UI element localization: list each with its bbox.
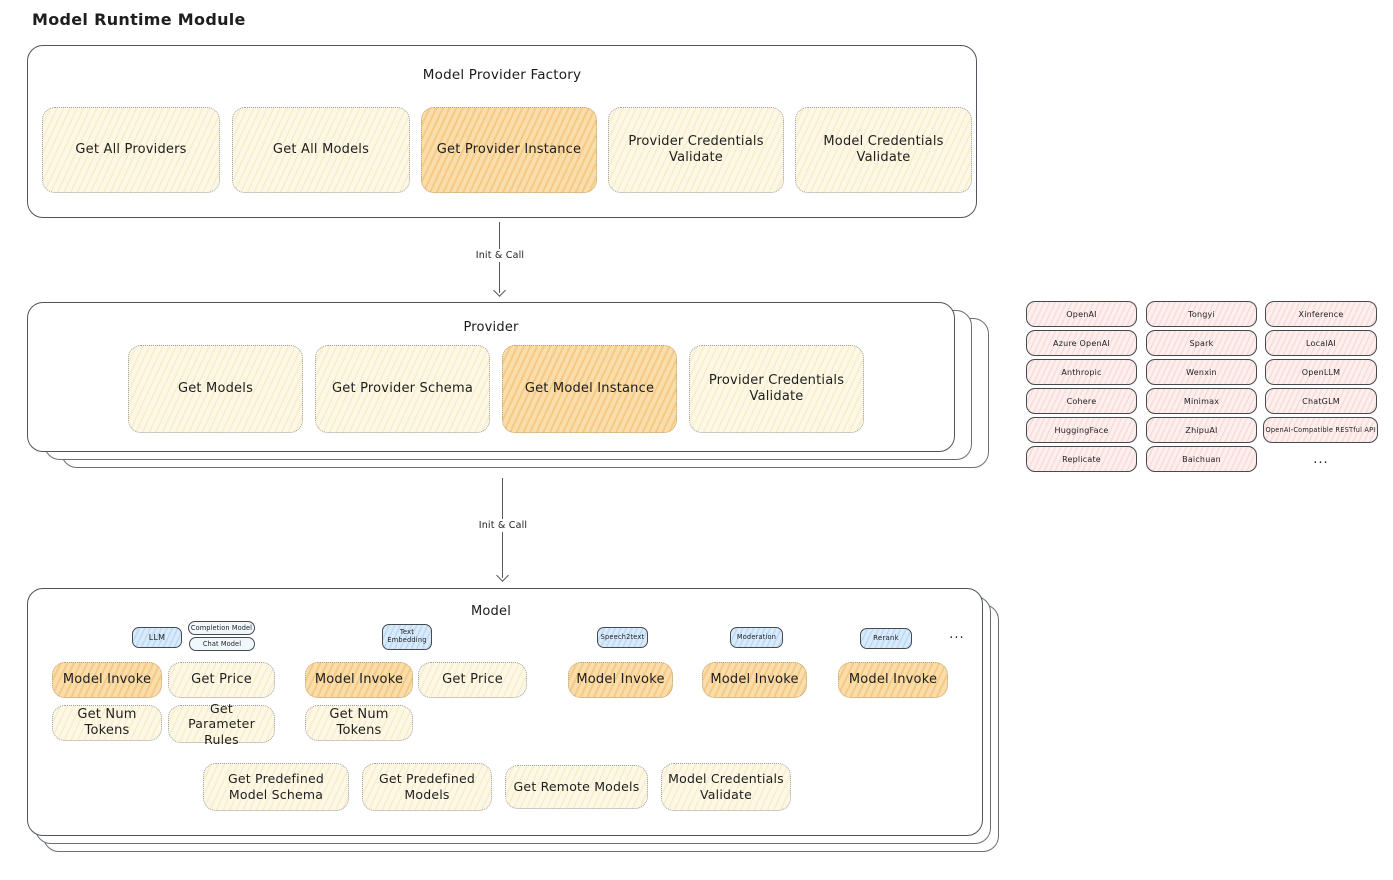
node-model-credentials-validate-2: Model Credentials Validate <box>661 763 791 811</box>
node-rerank-model-invoke: Model Invoke <box>838 662 948 698</box>
arrowhead-down-icon-2 <box>496 569 509 582</box>
provider-chip-openai: OpenAI <box>1026 301 1137 327</box>
provider-chip-xinference: Xinference <box>1265 301 1377 327</box>
tag-speech2text: Speech2text <box>597 627 648 648</box>
node-get-provider-schema: Get Provider Schema <box>315 345 490 433</box>
arrow-label-init-call-1: Init & Call <box>462 249 538 262</box>
node-get-model-instance: Get Model Instance <box>502 345 677 433</box>
tag-completion-model: Completion Model <box>188 621 255 635</box>
tag-llm: LLM <box>132 627 182 648</box>
model-types-ellipsis: ... <box>949 626 965 642</box>
provider-chip-tongyi: Tongyi <box>1146 301 1257 327</box>
provider-chip-azure-openai: Azure OpenAI <box>1026 330 1137 356</box>
node-speech2text-model-invoke: Model Invoke <box>568 662 673 698</box>
model-title: Model <box>470 603 512 619</box>
provider-chip-openai-compatible: OpenAI-Compatible RESTful API <box>1263 417 1378 443</box>
node-provider-credentials-validate: Provider Credentials Validate <box>608 107 784 193</box>
provider-chip-cohere: Cohere <box>1026 388 1137 414</box>
provider-chip-wenxin: Wenxin <box>1146 359 1257 385</box>
node-get-predefined-model-schema: Get Predefined Model Schema <box>203 763 349 811</box>
provider-chip-zhipuai: ZhipuAI <box>1146 417 1257 443</box>
provider-chip-chatglm: ChatGLM <box>1265 388 1377 414</box>
node-llm-get-parameter-rules: Get Parameter Rules <box>168 701 275 747</box>
factory-title: Model Provider Factory <box>422 67 582 83</box>
provider-chip-replicate: Replicate <box>1026 446 1137 472</box>
node-embedding-get-num-tokens: Get Num Tokens <box>305 705 413 741</box>
arrow-label-init-call-2: Init & Call <box>465 519 541 532</box>
provider-chip-baichuan: Baichuan <box>1146 446 1257 472</box>
provider-chip-minimax: Minimax <box>1146 388 1257 414</box>
node-moderation-model-invoke: Model Invoke <box>702 662 807 698</box>
node-llm-get-num-tokens: Get Num Tokens <box>52 705 162 741</box>
provider-chip-huggingface: HuggingFace <box>1026 417 1137 443</box>
provider-chip-openllm: OpenLLM <box>1265 359 1377 385</box>
provider-chip-anthropic: Anthropic <box>1026 359 1137 385</box>
tag-moderation: Moderation <box>730 627 783 648</box>
node-llm-get-price: Get Price <box>168 662 275 698</box>
node-get-predefined-models: Get Predefined Models <box>362 763 492 811</box>
node-get-remote-models: Get Remote Models <box>505 765 648 809</box>
provider-chips-ellipsis: ... <box>1313 451 1329 467</box>
tag-text-embedding: Text Embedding <box>382 624 432 650</box>
provider-chip-spark: Spark <box>1146 330 1257 356</box>
arrowhead-down-icon <box>493 284 506 297</box>
node-embedding-model-invoke: Model Invoke <box>305 662 413 698</box>
node-get-models: Get Models <box>128 345 303 433</box>
tag-rerank: Rerank <box>860 628 912 649</box>
node-embedding-get-price: Get Price <box>418 662 527 698</box>
provider-chip-localai: LocalAI <box>1265 330 1377 356</box>
diagram-title: Model Runtime Module <box>32 10 246 29</box>
provider-title: Provider <box>463 319 519 335</box>
node-get-provider-instance: Get Provider Instance <box>421 107 597 193</box>
tag-chat-model: Chat Model <box>189 637 255 651</box>
node-provider-credentials-validate-2: Provider Credentials Validate <box>689 345 864 433</box>
node-get-all-models: Get All Models <box>232 107 410 193</box>
node-llm-model-invoke: Model Invoke <box>52 662 162 698</box>
node-model-credentials-validate: Model Credentials Validate <box>795 107 972 193</box>
node-get-all-providers: Get All Providers <box>42 107 220 193</box>
